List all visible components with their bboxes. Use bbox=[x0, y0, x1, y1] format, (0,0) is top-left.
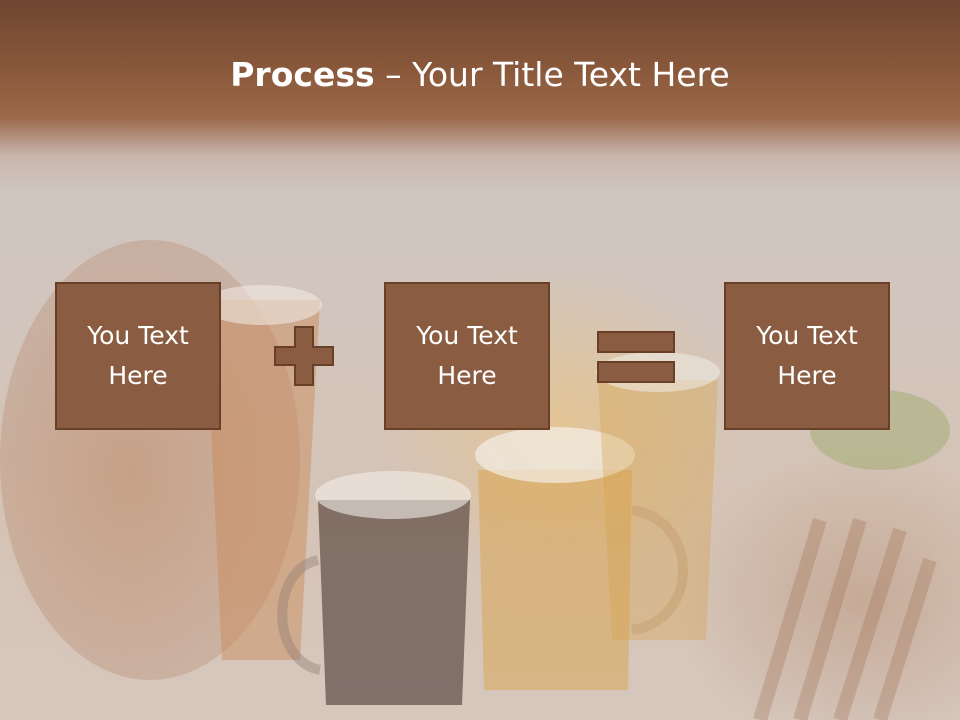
golden-mug bbox=[478, 470, 632, 690]
wheat-stalks bbox=[753, 517, 937, 720]
title-bold: Process bbox=[230, 55, 375, 94]
foam-golden bbox=[475, 427, 635, 483]
process-box-3[interactable]: You Text Here bbox=[724, 282, 890, 430]
process-box-1[interactable]: You Text Here bbox=[55, 282, 221, 430]
slide-title: Process – Your Title Text Here bbox=[0, 50, 960, 100]
dark-mug-handle bbox=[277, 555, 322, 675]
dark-mug bbox=[318, 500, 470, 705]
equals-icon bbox=[597, 331, 675, 383]
tall-glass-left bbox=[205, 300, 320, 660]
process-box-3-text: You Text Here bbox=[756, 321, 858, 390]
title-band bbox=[0, 0, 960, 190]
plus-icon bbox=[274, 326, 334, 386]
glass-right bbox=[598, 380, 718, 640]
golden-mug-handle bbox=[631, 505, 688, 635]
process-box-1-text: You Text Here bbox=[87, 321, 189, 390]
process-box-2[interactable]: You Text Here bbox=[384, 282, 550, 430]
foam-dark bbox=[315, 471, 471, 519]
title-rest: – Your Title Text Here bbox=[374, 55, 730, 94]
foam-left bbox=[202, 285, 322, 325]
process-box-2-text: You Text Here bbox=[416, 321, 518, 390]
